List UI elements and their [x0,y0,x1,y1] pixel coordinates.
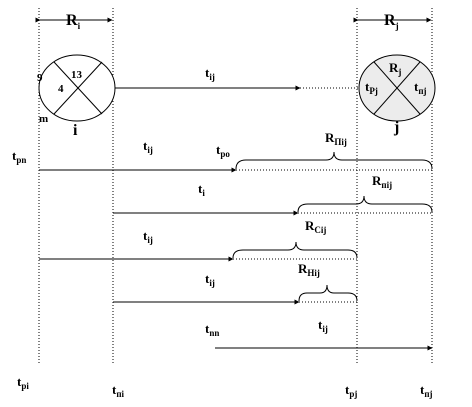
row1-brace-label: RПij [325,130,347,147]
bottom-label-tnj: tпj [420,382,433,399]
row5-right-label: tij [318,317,328,334]
row2-label: ti [198,181,205,198]
row1-left-label: tpn [12,148,26,165]
node-j-right-text: tпj [414,79,427,96]
row4-brace [298,284,358,302]
row1-mid-label: tpo [216,142,230,159]
row3-label: tij [143,228,153,245]
bottom-label-tpj: tpj [345,382,357,399]
node-i-left-number: 9 [37,72,43,84]
row4-brace-label: RHij [298,261,320,278]
node-j-label: j [393,119,399,136]
bottom-label-tpi: tpi [17,374,29,391]
rj-label: Rj [384,12,399,31]
row2-brace-label: Rпij [372,173,392,190]
node-i-mark: m [39,113,48,125]
node-j-left-text: tPj [365,79,378,96]
bottom-label-tni: tпi [112,382,125,399]
row3-brace-label: RCij [305,218,326,235]
row2-brace [297,195,433,213]
node-j [358,54,436,122]
row3-brace [232,241,358,259]
ri-label: Ri [66,12,81,31]
node-i-label: i [73,122,78,139]
row1-label: tij [143,138,153,155]
row4-label: tij [205,271,215,288]
node-i [38,54,116,122]
node-i-right-number: 13 [71,69,83,81]
node-j-top-text: Rj [389,60,401,77]
row1-brace [235,151,433,170]
edge-label: tij [205,65,215,82]
row5-label: tnn [205,321,219,338]
node-i-mid-number: 4 [58,83,64,95]
